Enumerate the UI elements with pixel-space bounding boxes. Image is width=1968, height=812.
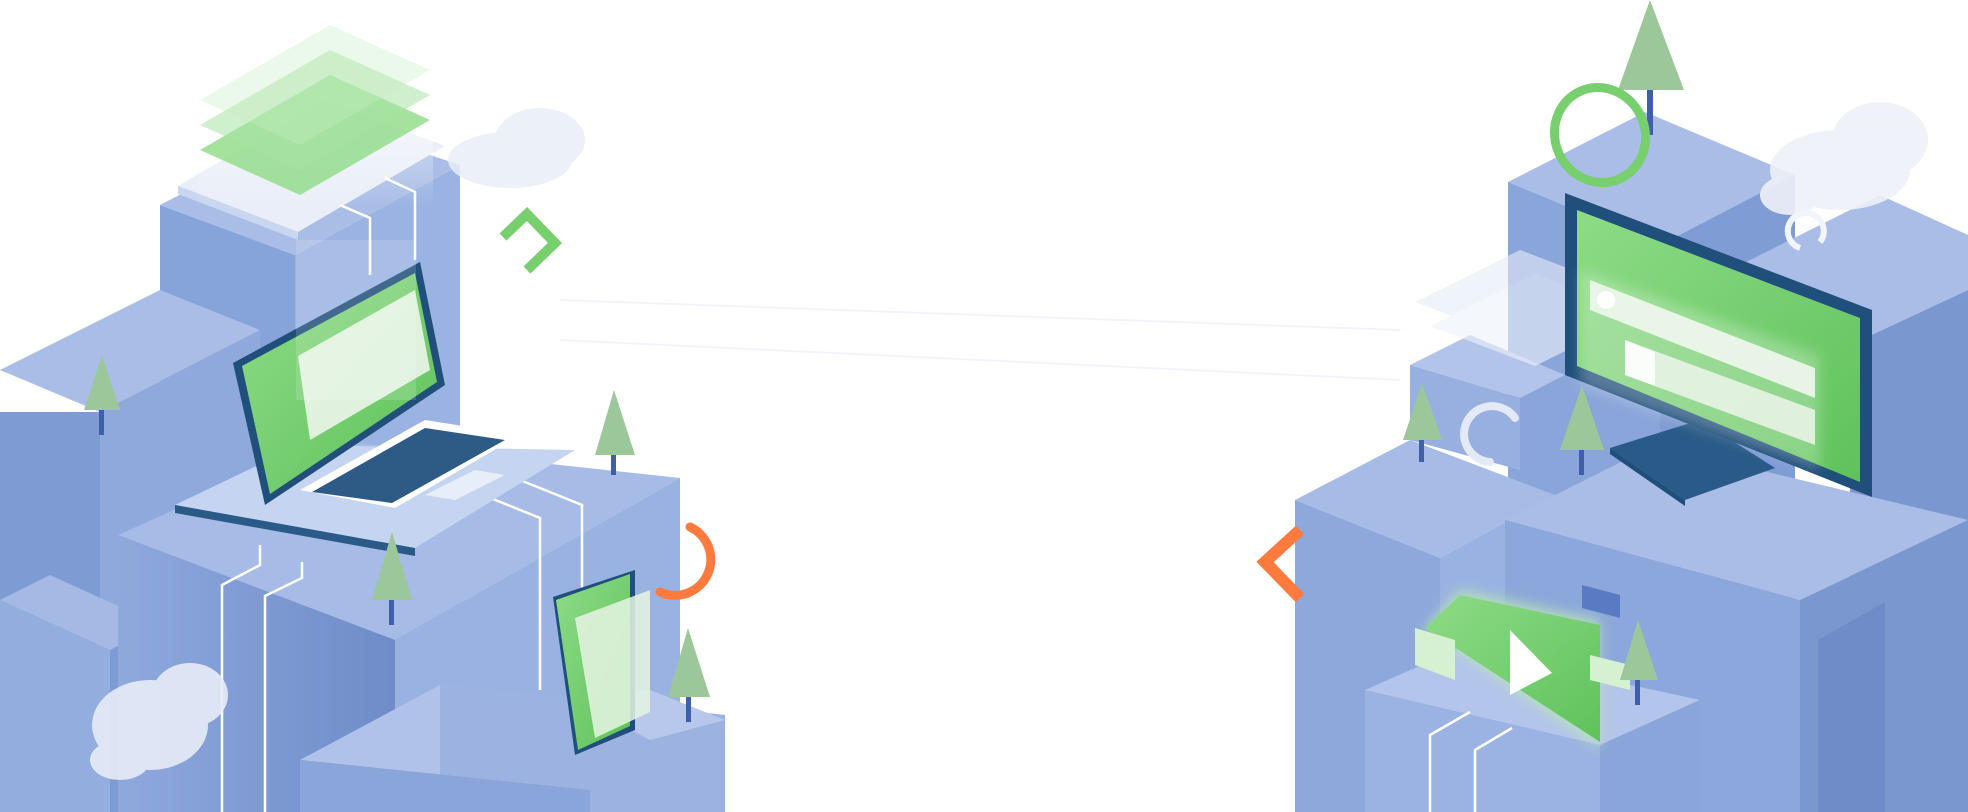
right-step-block-top bbox=[1295, 440, 1555, 558]
tree-icon bbox=[372, 532, 412, 625]
video-player-icon bbox=[1415, 585, 1630, 748]
stacked-screens-icon bbox=[178, 25, 445, 240]
monitor-avatar bbox=[1597, 291, 1615, 309]
connection-rays bbox=[559, 299, 1401, 381]
monitor-header-panel bbox=[1590, 280, 1815, 398]
tree-icon bbox=[668, 628, 710, 722]
monitor-platform-top bbox=[1505, 445, 1968, 600]
green-bracket-icon bbox=[499, 206, 563, 274]
orange-arc-icon bbox=[655, 522, 716, 600]
laptop-trackpad bbox=[425, 470, 505, 500]
right-tower-top bbox=[1508, 112, 1795, 245]
right-far-block-top bbox=[1740, 195, 1968, 345]
tree-icon bbox=[1620, 620, 1658, 705]
left-low-block-front bbox=[0, 600, 110, 812]
tree-icon bbox=[595, 390, 635, 475]
tree-icon bbox=[1618, 0, 1684, 135]
cloud-icon bbox=[90, 663, 228, 780]
monitor-side-panel bbox=[1625, 340, 1655, 386]
left-front-block-front bbox=[300, 760, 590, 812]
monitor-stand-base bbox=[1610, 448, 1685, 506]
cloud-icon bbox=[448, 108, 585, 188]
laptop-keys bbox=[312, 428, 505, 503]
green-ring-icon bbox=[1549, 83, 1651, 187]
monitor-icon bbox=[1565, 193, 1872, 506]
play-icon bbox=[1510, 630, 1552, 695]
tablet-icon bbox=[553, 570, 650, 755]
orange-bracket-icon bbox=[1256, 525, 1305, 603]
right-window bbox=[1818, 602, 1885, 812]
tree-icon bbox=[1560, 385, 1604, 475]
white-arc-icon bbox=[1460, 402, 1519, 466]
white-ring-icon bbox=[1784, 210, 1827, 251]
monitor-content-panel bbox=[1625, 340, 1815, 445]
monitor-stand bbox=[1610, 420, 1775, 500]
video-platform-side bbox=[1600, 700, 1700, 812]
cloud-icon bbox=[1760, 102, 1928, 215]
left-far-block-top bbox=[0, 290, 260, 412]
tree-icon bbox=[1403, 383, 1442, 462]
laptop-icon bbox=[175, 240, 575, 556]
tree-icon bbox=[84, 355, 120, 435]
right-connector-lines bbox=[1428, 710, 1513, 812]
right-mid-block-top bbox=[1410, 335, 1565, 398]
video-platform-front bbox=[1365, 690, 1600, 812]
